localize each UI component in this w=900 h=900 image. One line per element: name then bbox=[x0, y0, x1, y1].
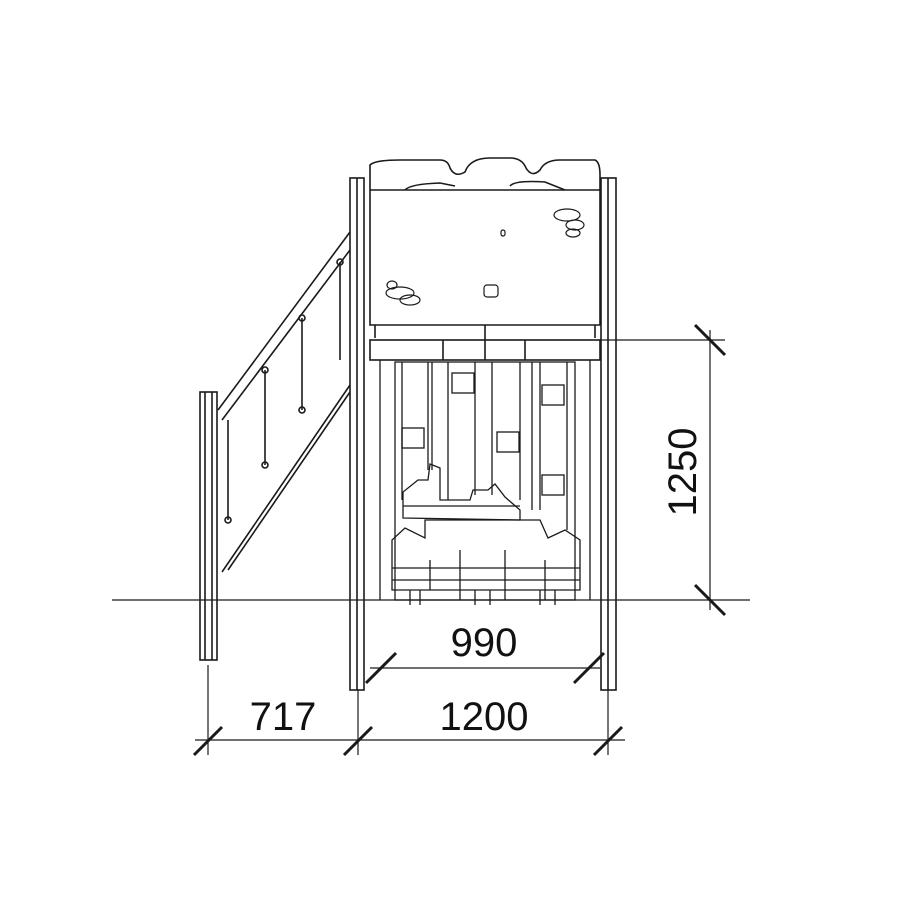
dimension-label-height: 1250 bbox=[661, 428, 705, 517]
dimension-label-stair-offset: 717 bbox=[250, 695, 317, 739]
dimension-inner-width bbox=[364, 651, 606, 685]
right-post bbox=[600, 177, 617, 691]
dimension-label-outer-width: 1200 bbox=[440, 695, 529, 739]
stair bbox=[199, 231, 351, 661]
dimension-label-inner-width: 990 bbox=[451, 621, 518, 665]
dimension-height bbox=[600, 323, 727, 617]
left-post bbox=[349, 177, 365, 691]
slide-assembly bbox=[379, 360, 591, 605]
dimension-base bbox=[192, 665, 625, 757]
top-panel bbox=[369, 157, 601, 340]
cross-beam bbox=[369, 339, 601, 361]
